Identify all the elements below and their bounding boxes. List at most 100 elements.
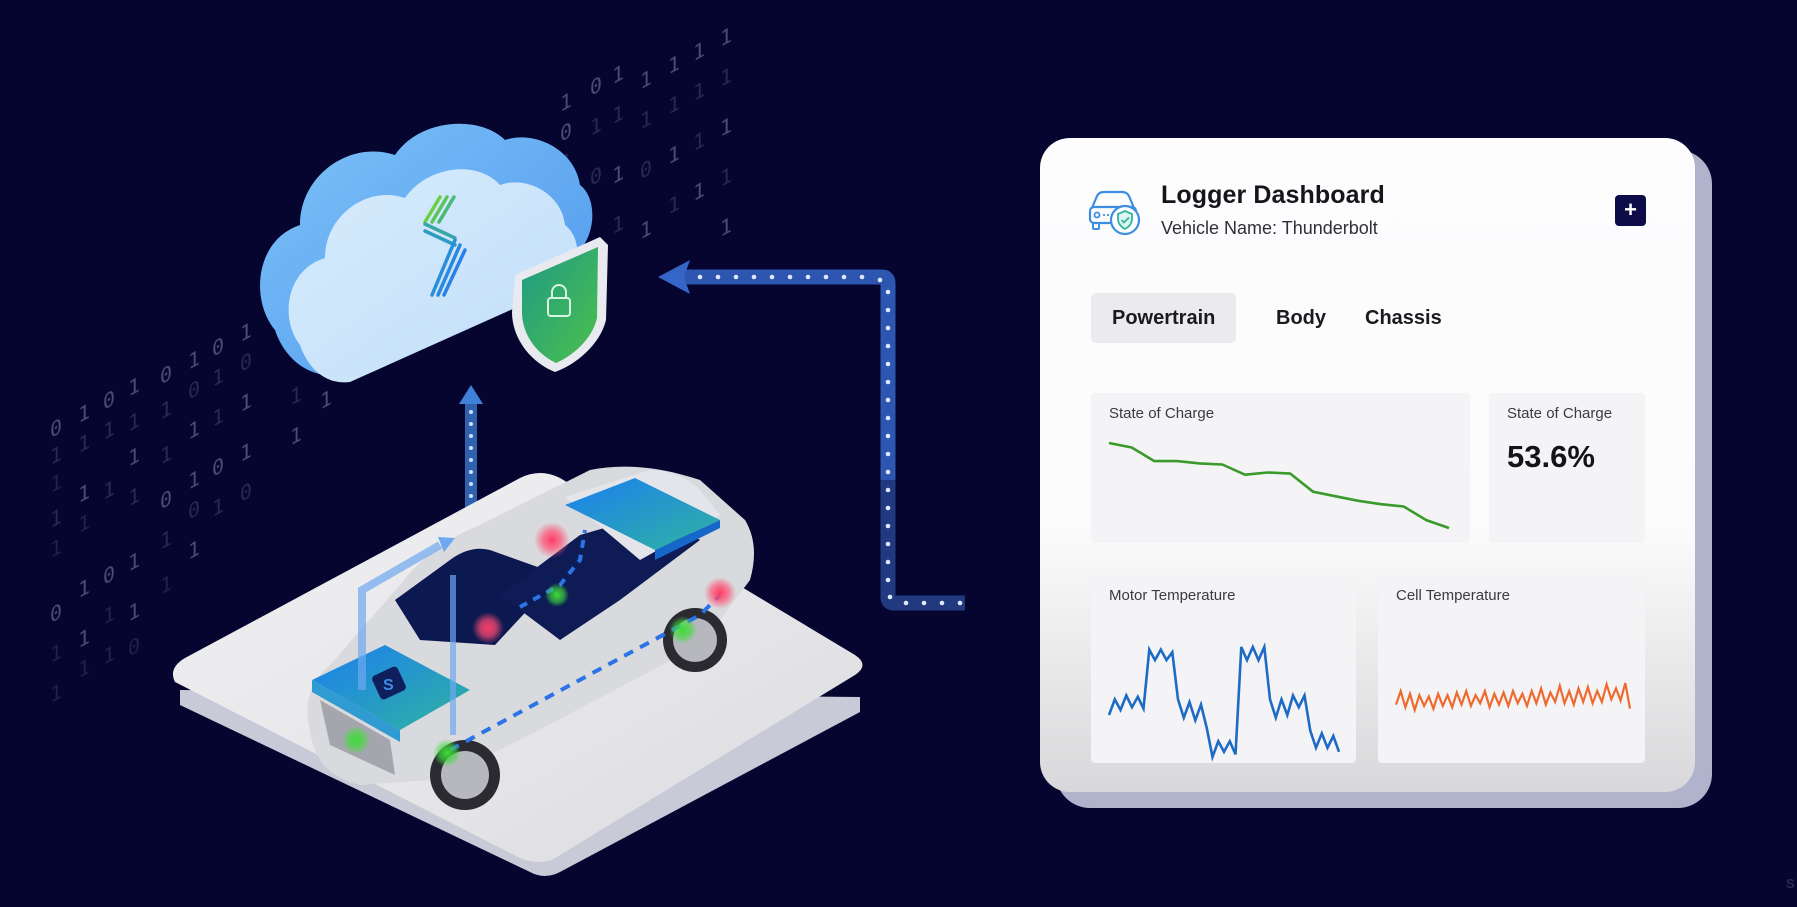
svg-text:1: 1 <box>78 399 90 429</box>
svg-text:1: 1 <box>668 141 680 171</box>
svg-text:1: 1 <box>188 466 200 496</box>
svg-text:1: 1 <box>50 534 62 564</box>
svg-text:1: 1 <box>560 88 572 118</box>
svg-text:1: 1 <box>103 476 115 506</box>
svg-text:1: 1 <box>212 363 224 393</box>
cell-temp-panel[interactable]: Cell Temperature <box>1378 575 1645 763</box>
svg-text:0: 0 <box>590 162 602 192</box>
svg-text:0: 0 <box>240 478 252 508</box>
car-icon: S <box>307 466 754 810</box>
svg-text:1: 1 <box>50 639 62 669</box>
svg-text:1: 1 <box>720 23 732 53</box>
svg-text:1: 1 <box>612 100 624 130</box>
svg-text:1: 1 <box>720 163 732 193</box>
motor-temp-panel[interactable]: Motor Temperature <box>1091 575 1356 763</box>
svg-text:1: 1 <box>128 408 140 438</box>
svg-text:0: 0 <box>212 453 224 483</box>
svg-text:1: 1 <box>50 469 62 499</box>
svg-text:0: 0 <box>188 496 200 526</box>
svg-text:1: 1 <box>668 191 680 221</box>
svg-text:1: 1 <box>188 536 200 566</box>
svg-text:1: 1 <box>160 526 172 556</box>
svg-text:1: 1 <box>720 213 732 243</box>
svg-text:1: 1 <box>640 106 652 136</box>
svg-text:1: 1 <box>693 177 705 207</box>
svg-text:0: 0 <box>128 633 140 663</box>
svg-text:0: 0 <box>240 348 252 378</box>
soc-chart-label: State of Charge <box>1109 405 1215 422</box>
svg-text:1: 1 <box>128 598 140 628</box>
svg-text:1: 1 <box>128 373 140 403</box>
svg-text:S: S <box>383 677 394 694</box>
svg-text:0: 0 <box>50 414 62 444</box>
svg-text:0: 0 <box>590 72 602 102</box>
svg-text:1: 1 <box>128 443 140 473</box>
svg-text:0: 0 <box>103 386 115 416</box>
svg-text:1: 1 <box>160 396 172 426</box>
svg-text:1: 1 <box>240 318 252 348</box>
cloud-icon <box>260 123 593 383</box>
svg-text:0: 0 <box>160 486 172 516</box>
svg-text:1: 1 <box>188 416 200 446</box>
svg-text:1: 1 <box>78 479 90 509</box>
svg-text:1: 1 <box>240 388 252 418</box>
tab-body[interactable]: Body <box>1276 307 1326 329</box>
svg-text:1: 1 <box>78 654 90 684</box>
svg-text:1: 1 <box>128 483 140 513</box>
svg-text:1: 1 <box>103 641 115 671</box>
svg-text:1: 1 <box>78 429 90 459</box>
svg-text:1: 1 <box>128 548 140 578</box>
svg-text:0: 0 <box>640 156 652 186</box>
watermark: S <box>1786 876 1795 891</box>
svg-text:1: 1 <box>212 493 224 523</box>
svg-text:1: 1 <box>590 112 602 142</box>
svg-text:1: 1 <box>612 60 624 90</box>
svg-text:1: 1 <box>160 441 172 471</box>
svg-text:0: 0 <box>50 599 62 629</box>
svg-text:1: 1 <box>50 679 62 709</box>
svg-text:1: 1 <box>78 574 90 604</box>
soc-stat-label: State of Charge <box>1507 405 1613 422</box>
svg-text:1: 1 <box>720 63 732 93</box>
svg-text:1: 1 <box>50 504 62 534</box>
add-button[interactable]: + <box>1615 195 1646 226</box>
svg-text:1: 1 <box>668 51 680 81</box>
svg-text:1: 1 <box>50 441 62 471</box>
vehicle-name: Vehicle Name: Thunderbolt <box>1161 218 1378 238</box>
page-title: Logger Dashboard <box>1161 181 1385 209</box>
svg-text:1: 1 <box>668 91 680 121</box>
motor-temp-label: Motor Temperature <box>1109 587 1236 604</box>
svg-text:1: 1 <box>103 416 115 446</box>
svg-text:1: 1 <box>640 66 652 96</box>
svg-text:1: 1 <box>693 77 705 107</box>
svg-text:1: 1 <box>290 382 302 412</box>
svg-text:0: 0 <box>212 333 224 363</box>
svg-text:1: 1 <box>103 601 115 631</box>
tab-powertrain[interactable]: Powertrain <box>1091 293 1237 343</box>
svg-text:1: 1 <box>720 113 732 143</box>
svg-text:1: 1 <box>78 509 90 539</box>
cell-temp-chart <box>1394 680 1632 714</box>
svg-text:0: 0 <box>160 361 172 391</box>
soc-stat-panel[interactable]: State of Charge 53.6% <box>1489 393 1645 543</box>
svg-text:1: 1 <box>612 210 624 240</box>
shield-lock-icon <box>512 237 608 372</box>
data-connector-path <box>658 260 965 611</box>
svg-text:0: 0 <box>560 118 572 148</box>
brand-logo-icon <box>423 195 467 297</box>
svg-text:1: 1 <box>693 37 705 67</box>
svg-text:1: 1 <box>612 160 624 190</box>
soc-chart-panel[interactable]: State of Charge <box>1091 393 1470 543</box>
tab-chassis[interactable]: Chassis <box>1365 307 1442 329</box>
svg-text:1: 1 <box>212 403 224 433</box>
svg-text:0: 0 <box>103 561 115 591</box>
soc-line-chart <box>1108 441 1450 530</box>
svg-text:1: 1 <box>78 624 90 654</box>
svg-text:1: 1 <box>240 438 252 468</box>
svg-text:1: 1 <box>188 346 200 376</box>
soc-value: 53.6% <box>1507 439 1595 474</box>
